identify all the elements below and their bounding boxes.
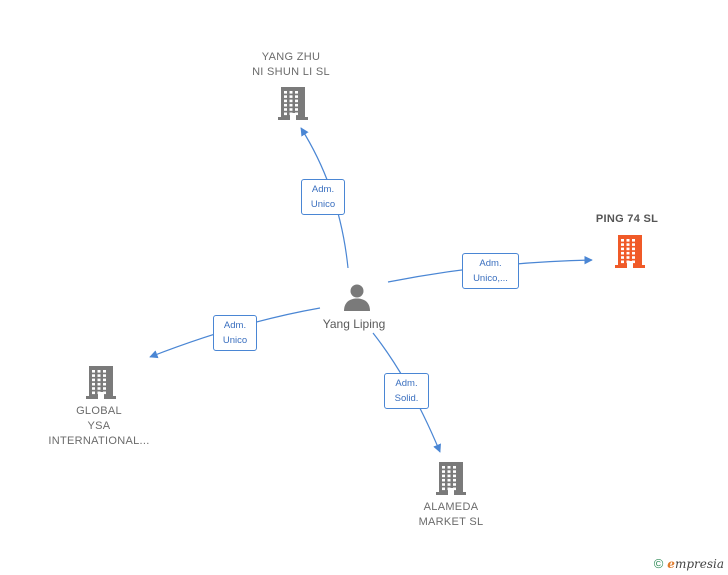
company-label-global-ysa[interactable]: GLOBAL YSA INTERNATIONAL... [34, 404, 164, 449]
edge-label-alameda[interactable]: Adm. Solid. [384, 373, 429, 409]
edge-label-line: Unico,... [473, 273, 508, 284]
edge-label-line: Unico [310, 199, 336, 210]
building-icon[interactable] [86, 365, 116, 404]
edge-label-line: Solid. [394, 393, 419, 404]
edge-label-yang-zhu[interactable]: Adm. Unico [301, 179, 345, 215]
edge-label-line: Adm. [479, 258, 502, 269]
edge-label-line: Unico [222, 335, 248, 346]
person-name[interactable]: Yang Liping [304, 317, 404, 332]
brand-footer[interactable]: © empresia [654, 556, 724, 571]
edge-label-line: Adm. [395, 378, 418, 389]
copyright-icon: © [653, 556, 664, 571]
person-icon[interactable] [342, 282, 372, 312]
company-label-line: GLOBAL [76, 405, 122, 417]
company-label-line: YANG ZHU [261, 51, 321, 63]
building-icon[interactable] [278, 86, 308, 125]
building-icon[interactable] [436, 461, 466, 500]
brand-rest: mpresia [674, 556, 724, 571]
company-label-line: PING 74 SL [595, 213, 659, 225]
company-label-line: NI SHUN LI SL [252, 66, 330, 78]
company-label-line: MARKET SL [418, 516, 484, 528]
company-label-line: INTERNATIONAL... [48, 435, 150, 447]
company-label-yang-zhu[interactable]: YANG ZHU NI SHUN LI SL [226, 50, 356, 80]
brand-logo: empresia [667, 557, 724, 571]
company-label-line: YSA [87, 420, 111, 432]
company-label-alameda[interactable]: ALAMEDA MARKET SL [386, 500, 516, 530]
person-name-text: Yang Liping [322, 317, 386, 331]
company-label-line: ALAMEDA [423, 501, 479, 513]
edge-label-line: Adm. [223, 320, 247, 331]
building-icon[interactable] [615, 234, 645, 273]
edge-label-line: Adm. [311, 184, 335, 195]
company-label-ping-74[interactable]: PING 74 SL [572, 212, 682, 227]
edge-label-global-ysa[interactable]: Adm. Unico [213, 315, 257, 351]
brand-initial: e [667, 556, 675, 571]
edge-label-ping-74[interactable]: Adm. Unico,... [462, 253, 519, 289]
